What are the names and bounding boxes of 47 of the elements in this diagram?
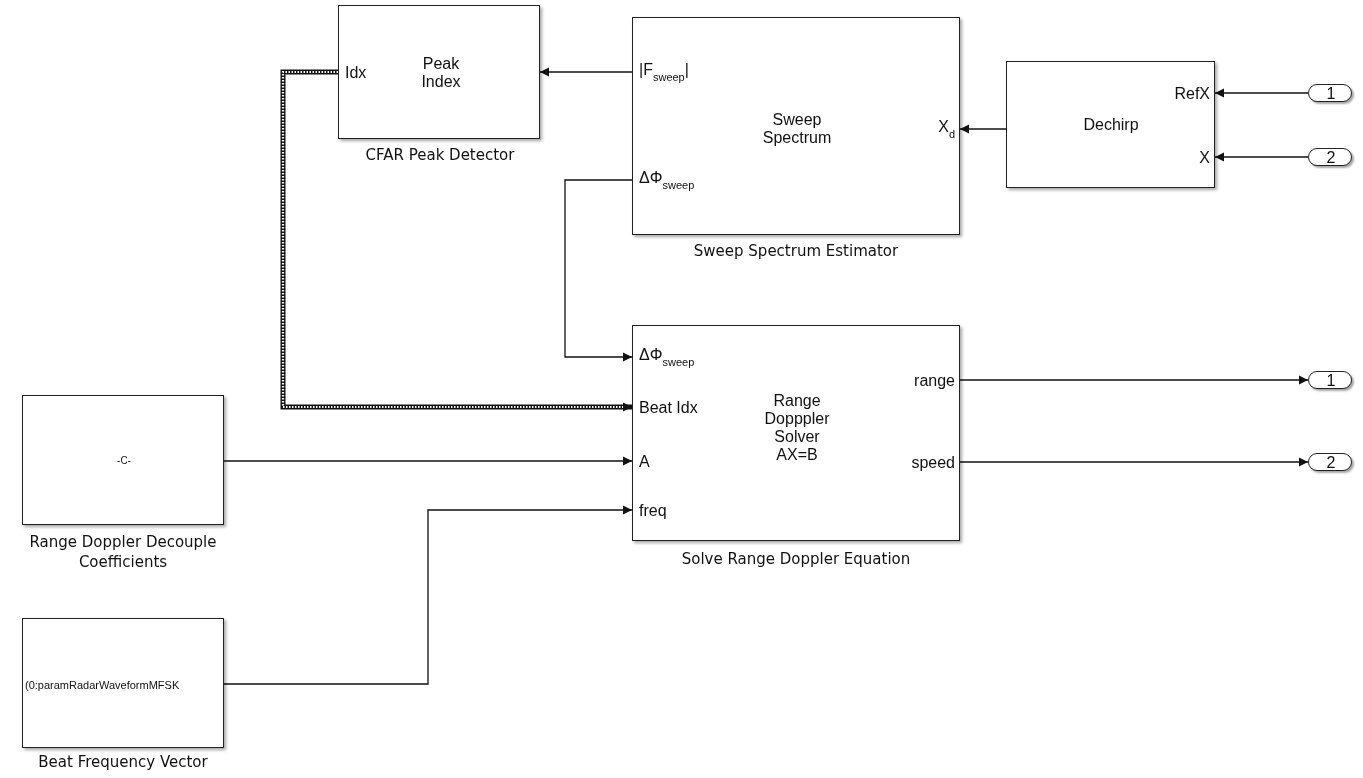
function-block bbox=[632, 325, 960, 541]
port-label: range bbox=[914, 372, 955, 390]
bus-signal-line bbox=[280, 69, 632, 412]
port-terminal bbox=[1308, 84, 1352, 102]
port-number: 2 bbox=[1325, 149, 1337, 167]
port-number: 1 bbox=[1325, 372, 1337, 390]
block-text: Sweep Spectrum bbox=[761, 111, 833, 147]
signal-line bbox=[1214, 152, 1309, 162]
block-name: Sweep Spectrum Estimator bbox=[692, 241, 900, 261]
port-label: speed bbox=[911, 454, 955, 472]
port-number: 2 bbox=[1325, 454, 1337, 472]
signal-line bbox=[959, 457, 1309, 467]
function-block bbox=[22, 618, 224, 748]
port-label: X bbox=[1199, 149, 1210, 167]
port-label: ΔΦ$_{sweep}$ bbox=[639, 345, 695, 370]
port-terminal bbox=[1308, 371, 1352, 389]
signal-line bbox=[1214, 88, 1309, 98]
block-name: Solve Range Doppler Equation bbox=[680, 549, 912, 569]
port-label: Idx bbox=[345, 64, 367, 82]
block-text: Dechirp bbox=[1082, 116, 1140, 134]
function-block bbox=[338, 5, 540, 139]
signal-line bbox=[539, 67, 633, 77]
port-number: 1 bbox=[1325, 85, 1337, 103]
signal-line bbox=[959, 124, 1007, 134]
block-text: -C- bbox=[116, 454, 132, 468]
port-label: Beat Idx bbox=[639, 399, 698, 417]
port-label: X$_{d}$ bbox=[938, 117, 955, 142]
port-label: RefX bbox=[1174, 85, 1210, 103]
block-name: Beat Frequency Vector bbox=[37, 752, 209, 772]
port-label: (0:paramRadarWaveformMFSK bbox=[25, 678, 180, 693]
block-name: Range Doppler Decouple Coefficients bbox=[28, 532, 218, 572]
port-label: A bbox=[639, 453, 650, 471]
signal-line bbox=[959, 375, 1309, 385]
signal-line bbox=[223, 456, 633, 466]
block-text: Peak Index bbox=[420, 55, 462, 91]
block-name: CFAR Peak Detector bbox=[364, 145, 516, 165]
port-terminal bbox=[1308, 148, 1352, 166]
port-terminal bbox=[1308, 453, 1352, 471]
port-label: ΔΦ$_{sweep}$ bbox=[639, 168, 695, 193]
function-block bbox=[1006, 61, 1215, 188]
signal-line bbox=[564, 179, 633, 362]
port-label: freq bbox=[639, 502, 667, 520]
signal-line bbox=[223, 505, 633, 685]
function-block bbox=[632, 17, 960, 235]
port-label: |F$_{sweep}$| bbox=[639, 60, 689, 85]
function-block bbox=[22, 395, 224, 525]
block-text: Range Dopppler Solver AX=B bbox=[763, 392, 831, 464]
